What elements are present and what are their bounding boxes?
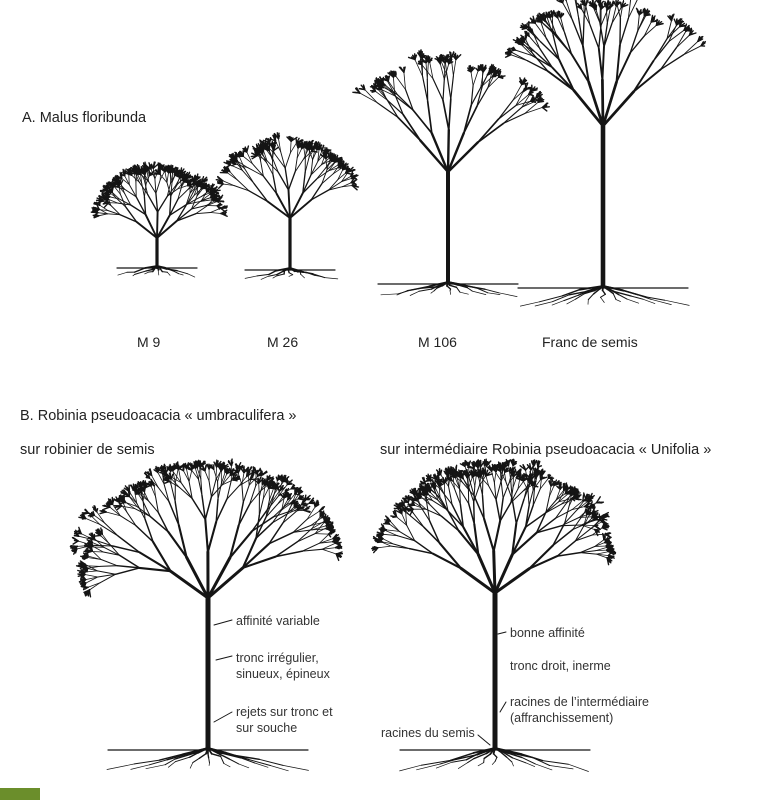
annotation-pointers [213, 619, 507, 746]
corner-color-mark [0, 788, 40, 800]
right-note-roots-intermediate: racines de l’intermédiaire (affranchisse… [510, 695, 649, 725]
rootstock-label-m26: M 26 [267, 334, 299, 350]
left-note-affinity: affinité variable [236, 614, 320, 628]
section-b-title: B. Robinia pseudoacacia « umbraculifera … [20, 408, 297, 424]
tree-m9 [90, 161, 228, 278]
robinia-trees [69, 458, 617, 772]
tree-franc [504, 0, 706, 307]
pointer-left-affinity [213, 619, 233, 626]
right-caption: sur intermédiaire Robinia pseudoacacia «… [380, 442, 712, 458]
pointer-right-roots [499, 701, 507, 713]
right-note-affinity: bonne affinité [510, 626, 585, 640]
rootstock-label-m9: M 9 [137, 334, 161, 350]
robinia-right [371, 458, 617, 772]
left-note-suckers: rejets sur tronc et sur souche [236, 705, 333, 735]
pointer-left-trunk [215, 655, 233, 661]
pointer-right-affinity [497, 631, 507, 635]
robinia-left [69, 458, 343, 772]
pointer-right-seedling [477, 734, 491, 746]
malus-trees [90, 0, 706, 307]
tree-m106 [352, 49, 550, 297]
right-note-trunk: tronc droit, inerme [510, 659, 611, 673]
tree-m26 [215, 132, 360, 280]
rootstock-label-franc: Franc de semis [542, 334, 638, 350]
rootstock-label-m106: M 106 [418, 334, 457, 350]
pointer-left-suckers [213, 711, 233, 723]
right-note-roots-seedling: racines du semis [381, 726, 475, 740]
left-note-trunk: tronc irrégulier, sinueux, épineux [236, 651, 330, 681]
section-a-title: A. Malus floribunda [22, 110, 147, 126]
left-caption: sur robinier de semis [20, 442, 155, 458]
